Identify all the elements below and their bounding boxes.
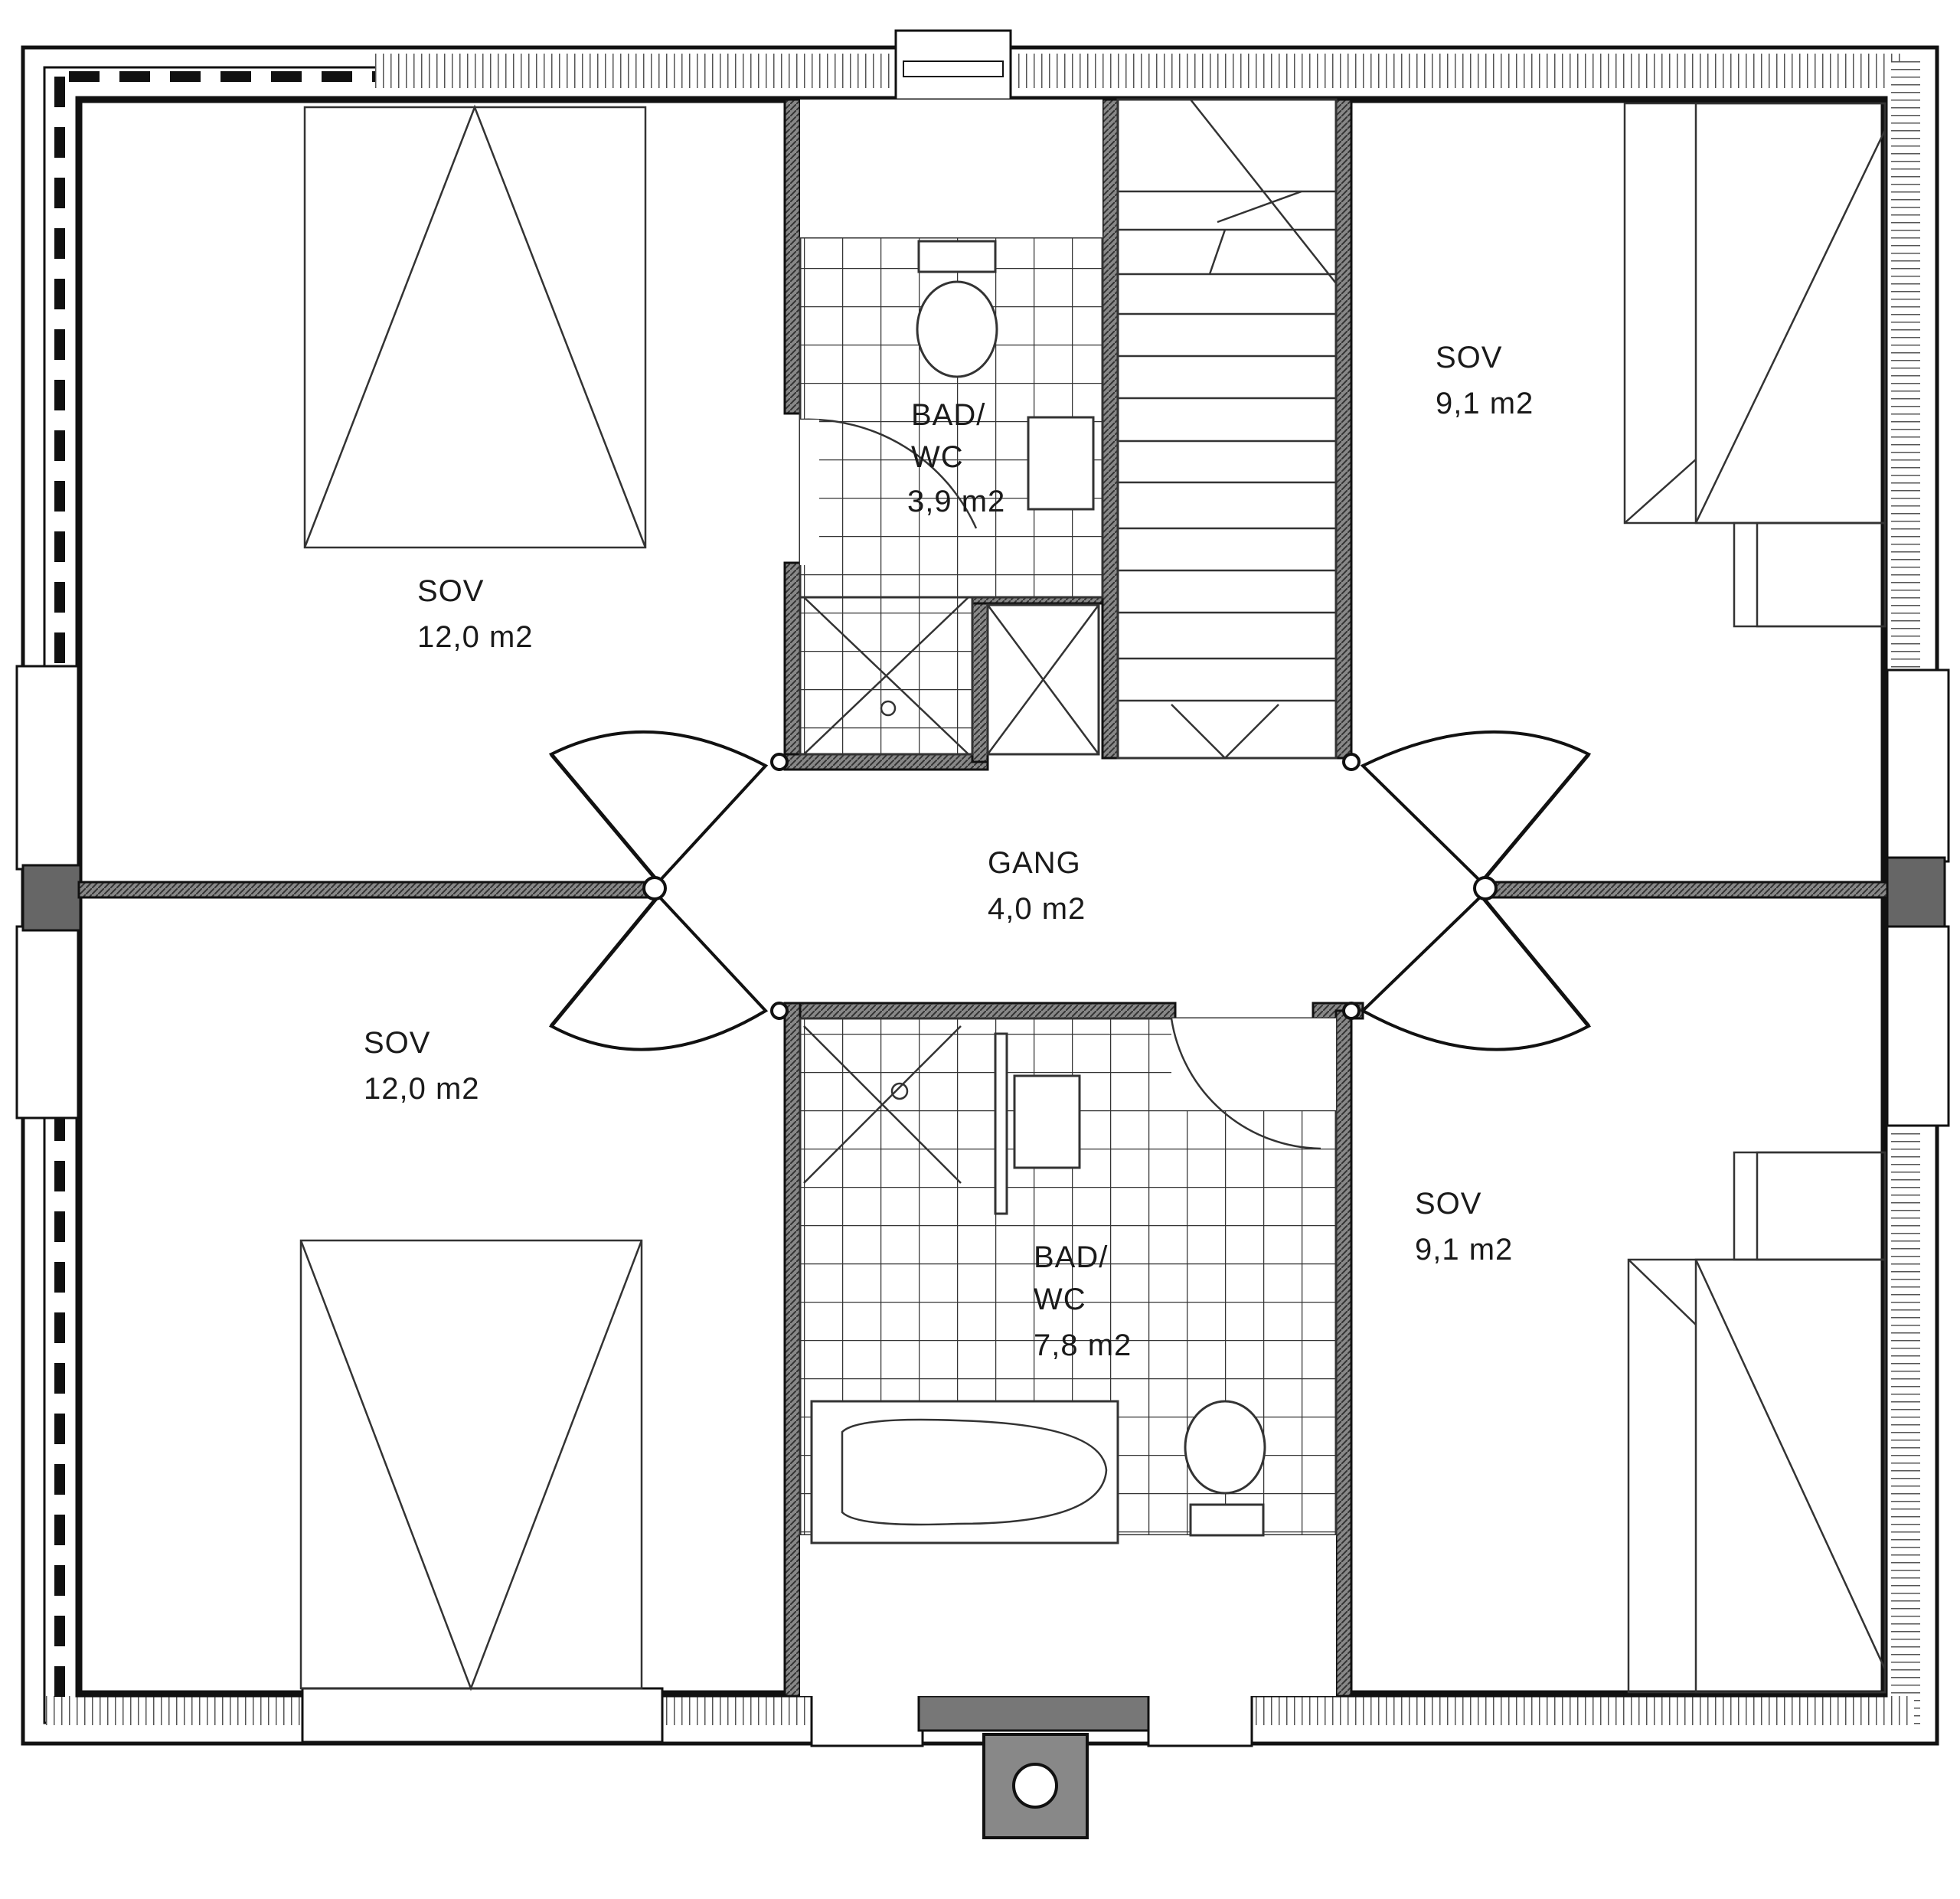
door-swings <box>548 730 1592 1051</box>
room-area-sov-top-right: 9,1 m2 <box>1436 387 1534 420</box>
room-name-bad-top-line2: WC <box>911 440 964 474</box>
room-labels: SOV 12,0 m2 SOV 12,0 m2 SOV 9,1 m2 SOV 9… <box>364 341 1534 1362</box>
bathroom-bottom-fixtures <box>799 1017 1338 1696</box>
windows <box>15 29 1950 1747</box>
bathroom-top-fixtures <box>799 100 1104 756</box>
room-name-bad-top-line1: BAD/ <box>911 398 985 432</box>
bed-bottom-left <box>299 1239 643 1691</box>
bed-top-right <box>1623 102 1886 628</box>
bed-bottom-right <box>1627 1151 1886 1694</box>
room-name-bad-bottom-line1: BAD/ <box>1034 1240 1108 1274</box>
staircase <box>1116 98 1338 760</box>
room-area-bad-bottom: 7,8 m2 <box>1034 1329 1132 1362</box>
room-area-sov-bottom-right: 9,1 m2 <box>1415 1233 1513 1267</box>
room-name-sov-bottom-right: SOV <box>1415 1187 1481 1221</box>
room-area-sov-bottom-left: 12,0 m2 <box>364 1072 480 1106</box>
room-name-sov-top-right: SOV <box>1436 341 1502 374</box>
room-name-sov-bottom-left: SOV <box>364 1026 430 1060</box>
bed-top-left <box>303 104 647 549</box>
room-name-bad-bottom-line2: WC <box>1034 1283 1086 1316</box>
room-name-sov-top-left: SOV <box>417 574 484 608</box>
room-area-sov-top-left: 12,0 m2 <box>417 620 534 654</box>
chimney <box>982 1733 1089 1839</box>
room-name-gang: GANG <box>988 846 1081 880</box>
room-area-bad-top: 3,9 m2 <box>907 485 1005 518</box>
room-area-gang: 4,0 m2 <box>988 892 1086 926</box>
